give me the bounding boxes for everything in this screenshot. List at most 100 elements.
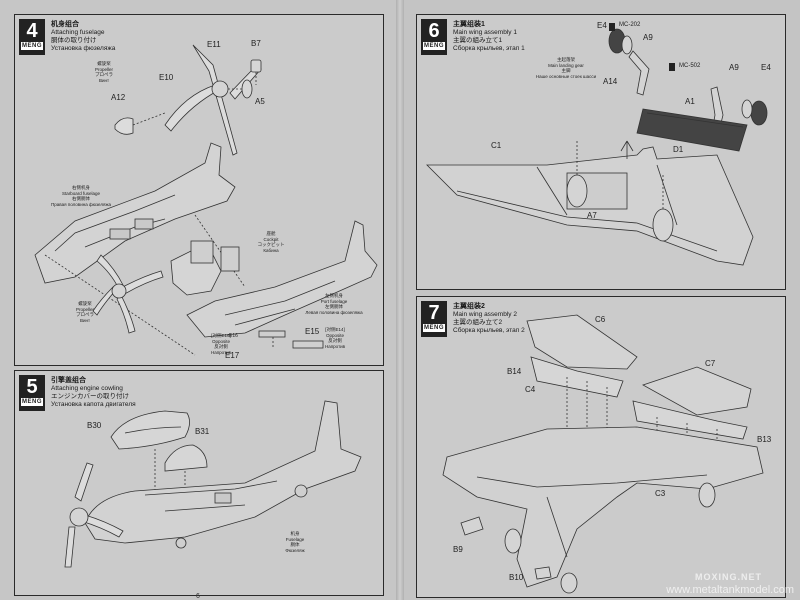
title-en: Main wing assembly 2 <box>453 311 517 318</box>
label-en: Cockpit <box>263 236 279 242</box>
step-7-titles: 主翼组装2 Main wing assembly 2 主翼の組み立て2 Сбор… <box>453 303 525 335</box>
part-label: A12 <box>111 93 126 102</box>
page-number: 6 <box>196 593 200 600</box>
label-zh: 螺旋桨 <box>97 61 111 66</box>
main-landing-gear-label: 主起落架 Main landing gear 主脚 Наше основные … <box>527 57 605 79</box>
step-5-drawing <box>64 400 362 568</box>
part-label: C6 <box>595 315 606 324</box>
step-6-panel: 6 MENG 主翼组装1 Main wing assembly 1 主翼の組み立… <box>416 14 786 290</box>
opposite-note: [对侧E14] Opposite 反対側 Напротив <box>315 327 355 349</box>
part-label: D1 <box>673 145 684 154</box>
title-jp: 胴体の取り付け <box>51 37 97 44</box>
step-number: 4 <box>26 20 38 42</box>
label-en: Main landing gear <box>548 62 584 68</box>
brand-logo: MENG <box>423 42 445 50</box>
title-jp: 主翼の組み立て1 <box>453 37 503 44</box>
title-ru: Установка капота двигателя <box>51 401 136 408</box>
label-jp: 主脚 <box>561 68 571 73</box>
part-label: B7 <box>251 39 261 48</box>
part-label: B9 <box>453 545 463 554</box>
cockpit-label: 座舱 Cockpit コックピット Кабина <box>251 231 291 253</box>
title-ru: Сборка крыльев, этап 2 <box>453 327 525 334</box>
part-label: C7 <box>705 359 716 368</box>
part-label: A5 <box>255 97 265 106</box>
propeller-label: 螺旋桨 Propeller プロペラ Винт <box>81 61 127 83</box>
part-label: E4 <box>761 63 771 72</box>
label-en: Starboard fuselage <box>61 190 101 196</box>
step-6-titles: 主翼组装1 Main wing assembly 1 主翼の組み立て1 Сбор… <box>453 21 525 53</box>
step-number: 6 <box>428 20 440 42</box>
part-label: B30 <box>87 421 102 430</box>
step-number: 7 <box>428 302 440 324</box>
title-en: Attaching fuselage <box>51 29 105 36</box>
part-label: E15 <box>305 327 320 336</box>
step-5-panel: 5 MENG 引擎盖组合 Attaching engine cowling エン… <box>14 370 384 596</box>
part-label: E4 <box>597 21 607 30</box>
mc-502-chip <box>669 63 675 71</box>
note-tag: [对侧E14] <box>325 327 345 332</box>
step-6-badge: 6 MENG <box>421 19 447 55</box>
label-jp: 反対側 <box>214 344 228 349</box>
label-zh: 螺旋桨 <box>78 301 92 306</box>
label-zh: 主起落架 <box>557 57 575 62</box>
step-5-badge: 5 MENG <box>19 375 45 411</box>
part-label: B31 <box>195 427 210 436</box>
label-jp: プロペラ <box>76 312 94 317</box>
watermark-brand: MOXING.NET <box>694 572 762 582</box>
label-ru: Напротив <box>210 349 232 355</box>
title-zh: 主翼组装1 <box>453 21 485 28</box>
label-en: Propeller <box>75 306 94 312</box>
step-6-drawing <box>426 28 768 266</box>
starboard-fuselage-label: 右侧机身 Starboard fuselage 右側胴体 Правая поло… <box>31 185 131 207</box>
label-zh: 机身 <box>290 531 300 536</box>
part-label: A14 <box>603 77 618 86</box>
title-en: Main wing assembly 1 <box>453 29 517 36</box>
step-4-drawing <box>34 44 378 356</box>
label-en: Opposite <box>325 332 344 338</box>
part-label: C4 <box>525 385 536 394</box>
page-spine <box>396 0 404 600</box>
title-ru: Установка фюзеляжа <box>51 45 116 52</box>
label-zh: 右侧机身 <box>72 185 90 190</box>
label-jp: プロペラ <box>95 72 113 77</box>
title-zh: 主翼组装2 <box>453 303 485 310</box>
label-ru: Левая половина фюзеляжа <box>305 309 363 315</box>
step-7-badge: 7 MENG <box>421 301 447 337</box>
part-label: B14 <box>507 367 522 376</box>
step-4-badge: 4 MENG <box>19 19 45 55</box>
label-zh: 座舱 <box>266 231 276 236</box>
brand-logo: MENG <box>423 324 445 332</box>
title-jp: 主翼の組み立て2 <box>453 319 503 326</box>
watermark-url: www.metaltankmodel.com <box>666 584 794 596</box>
color-code: MC-202 <box>619 22 641 28</box>
label-ru: Напротив <box>324 343 346 349</box>
title-ru: Сборка крыльев, этап 1 <box>453 45 525 52</box>
title-zh: 机身组合 <box>51 21 79 28</box>
label-en: Fuselage <box>285 536 305 542</box>
part-label: E16 <box>229 333 238 339</box>
label-ru: Винт <box>79 317 91 323</box>
label-jp: 反対側 <box>328 338 342 343</box>
step-7-panel: 7 MENG 主翼组装2 Main wing assembly 2 主翼の組み立… <box>416 296 786 598</box>
step-7-drawing <box>442 314 764 594</box>
part-label: B13 <box>757 435 772 444</box>
part-label: A7 <box>587 211 597 220</box>
label-jp: 左側胴体 <box>325 304 343 309</box>
label-ru: Наше основные стоек шасси <box>535 73 597 79</box>
part-label: C1 <box>491 141 502 150</box>
fuselage-label: 机身 Fuselage 胴体 Фюзеляж <box>275 531 315 553</box>
port-fuselage-label: 左侧机身 Port fuselage 左側胴体 Левая половина ф… <box>293 293 375 315</box>
label-ru: Фюзеляж <box>285 547 305 553</box>
step-4-panel: 4 MENG 机身组合 Attaching fuselage 胴体の取り付け У… <box>14 14 384 366</box>
label-ru: Правая половина фюзеляжа <box>51 201 111 207</box>
label-en: Opposite <box>211 338 230 344</box>
brand-logo: MENG <box>21 42 43 50</box>
part-label: E17 <box>225 351 240 360</box>
color-code: MC-502 <box>679 63 701 69</box>
propeller-label: 螺旋桨 Propeller プロペラ Винт <box>63 301 107 323</box>
title-zh: 引擎盖组合 <box>51 377 86 384</box>
title-en: Attaching engine cowling <box>51 385 123 392</box>
label-ru: Кабина <box>263 247 279 253</box>
step-number: 5 <box>26 376 38 398</box>
title-jp: エンジンカバーの取り付け <box>51 393 129 400</box>
